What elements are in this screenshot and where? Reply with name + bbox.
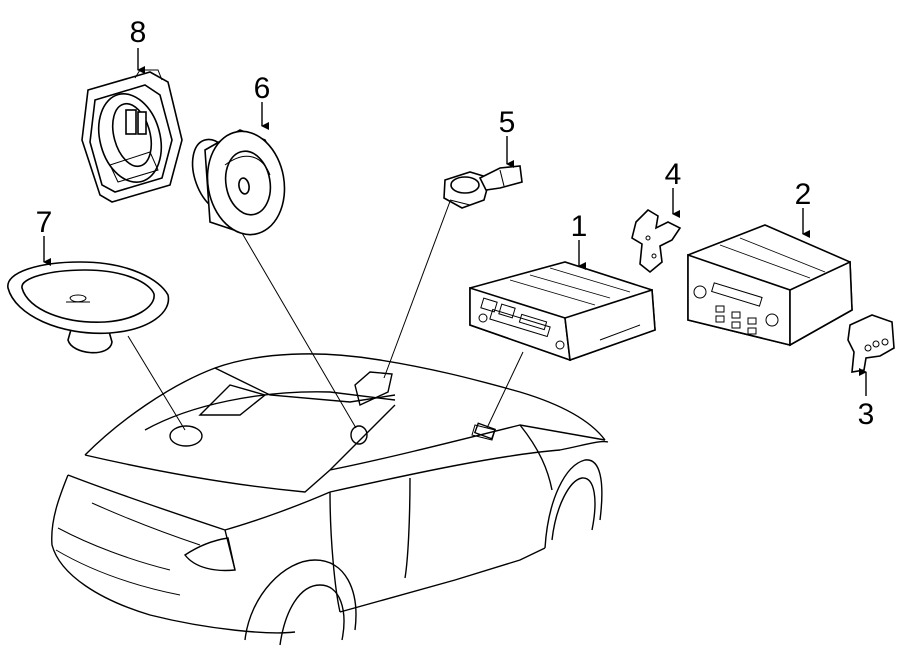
radio-cd-unit <box>687 224 853 347</box>
radio-mount <box>473 422 497 440</box>
rear-speaker-mount <box>169 425 203 447</box>
tweeter <box>443 165 523 209</box>
callout-4: 4 <box>665 158 682 191</box>
radio-cassette <box>469 261 656 362</box>
callout-1: 1 <box>571 210 588 243</box>
callout-7: 7 <box>36 206 53 239</box>
bracket-left <box>631 208 682 274</box>
tweeter-mount <box>354 371 393 406</box>
callout-8: 8 <box>130 16 147 49</box>
leader-lines <box>127 195 524 431</box>
car-outline <box>51 353 609 646</box>
rear-speaker <box>7 261 170 354</box>
door-speaker <box>191 129 286 236</box>
callout-5: 5 <box>499 106 516 139</box>
bracket-right <box>847 314 895 373</box>
callout-6: 6 <box>254 72 271 105</box>
speaker-enclosure <box>81 69 183 203</box>
callout-2: 2 <box>795 178 812 211</box>
callout-3: 3 <box>858 398 875 431</box>
door-speaker-mount <box>350 425 368 445</box>
